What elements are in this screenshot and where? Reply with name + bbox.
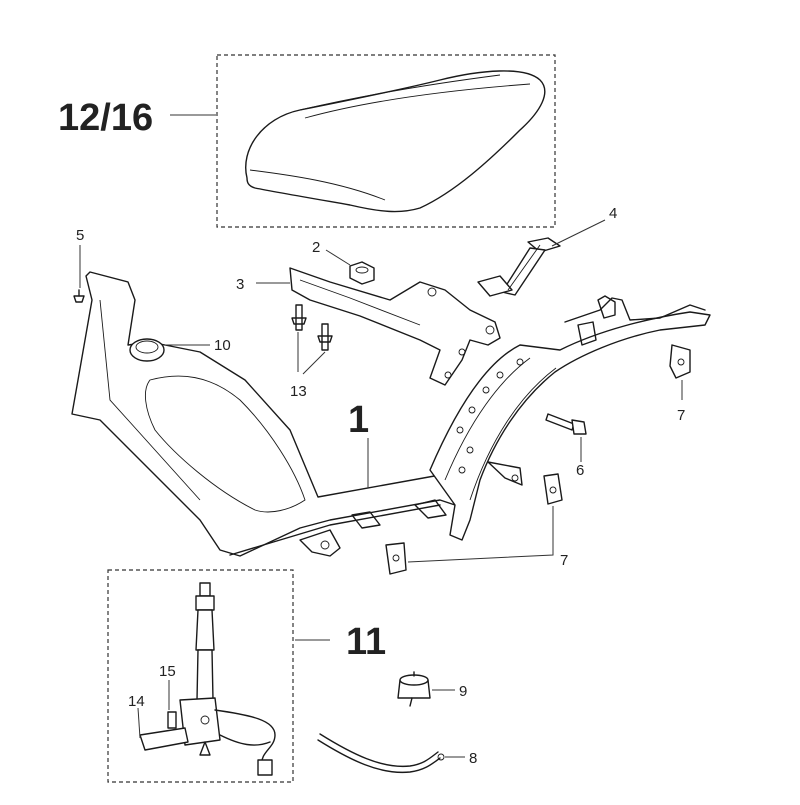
callout-13: 13 <box>290 383 307 400</box>
callout-7-right: 7 <box>677 407 685 424</box>
clip-right-part: 7 <box>669 344 691 424</box>
filter-part: 9 <box>397 671 467 707</box>
callout-6: 6 <box>576 462 584 479</box>
clip-lower-leader-line <box>407 506 554 563</box>
strap-leader-line <box>551 219 606 247</box>
studs-leader-line-2 <box>302 351 326 375</box>
callout-7-lower: 7 <box>560 552 568 569</box>
callout-8: 8 <box>469 750 477 767</box>
bracket-part: 3 <box>236 267 501 386</box>
nut-leader-line <box>325 249 351 266</box>
cap-callout: 10 <box>165 337 231 354</box>
fuel-tap <box>139 582 276 776</box>
callout-14: 14 <box>128 693 145 710</box>
strap-part: 4 <box>477 205 617 297</box>
bolt-part: 6 <box>545 413 587 479</box>
hose-part: 8 <box>317 733 477 774</box>
studs-part: 13 <box>290 304 333 400</box>
tap-lever-leader-line <box>137 707 141 739</box>
callout-2: 2 <box>312 239 320 256</box>
fuel-cap <box>129 338 165 362</box>
screw-part: 5 <box>73 227 85 303</box>
callout-9: 9 <box>459 683 467 700</box>
callout-5: 5 <box>76 227 84 244</box>
callout-3: 3 <box>236 276 244 293</box>
seat-group-box <box>216 54 556 228</box>
fuel-tap-group: 11 15 14 <box>107 569 386 783</box>
callout-1: 1 <box>348 399 369 441</box>
nut-part: 2 <box>312 239 375 285</box>
clip-lower-parts: 7 <box>385 473 568 575</box>
fuel-tap-group-box <box>107 569 294 783</box>
seat-group: 12/16 <box>58 54 556 228</box>
scooter-frame: 1 <box>71 271 711 557</box>
callout-10: 10 <box>214 337 231 354</box>
callout-11: 11 <box>346 621 386 663</box>
callout-4: 4 <box>609 205 617 222</box>
callout-12-16: 12/16 <box>58 97 153 139</box>
callout-15: 15 <box>159 663 176 680</box>
seat <box>245 70 546 213</box>
